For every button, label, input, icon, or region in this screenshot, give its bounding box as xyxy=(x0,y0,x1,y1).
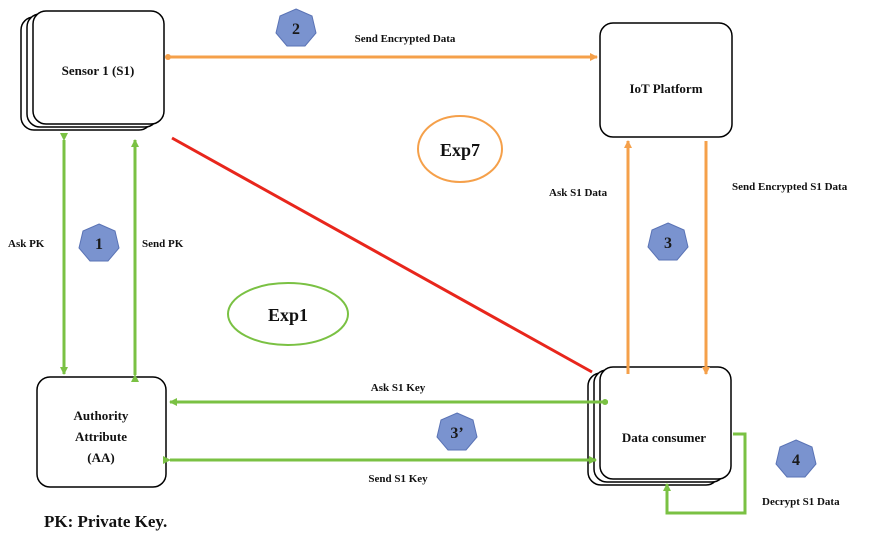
svg-text:1: 1 xyxy=(95,236,103,253)
decrypt-s1-data-label: Decrypt S1 Data xyxy=(762,496,840,508)
svg-text:3: 3 xyxy=(664,235,672,252)
iot-platform-label: IoT Platform xyxy=(629,81,702,96)
sensor-node: Sensor 1 (S1) xyxy=(20,10,165,131)
authority-attribute-node: Authority Attribute (AA) xyxy=(36,376,167,488)
send-encrypted-s1-data-label: Send Encrypted S1 Data xyxy=(732,181,848,193)
aa-label-line2: Attribute xyxy=(75,429,127,444)
step-badge-4: 4 xyxy=(775,439,817,478)
exp7-ellipse: Exp7 xyxy=(417,115,503,183)
step-badge-3-prime: 3’ xyxy=(436,412,478,451)
ask-s1-key-origin-dot xyxy=(602,399,608,405)
ask-s1-data-label: Ask S1 Data xyxy=(549,187,608,199)
data-consumer-label: Data consumer xyxy=(622,430,706,445)
aa-label-line1: Authority xyxy=(74,408,129,423)
svg-text:4: 4 xyxy=(792,452,800,469)
svg-text:3’: 3’ xyxy=(450,425,463,442)
ask-s1-key-label: Ask S1 Key xyxy=(371,382,426,394)
send-encrypted-data-origin-dot xyxy=(165,54,171,60)
step-badge-1: 1 xyxy=(78,223,120,262)
ask-pk-label: Ask PK xyxy=(8,238,45,250)
send-s1-key-label: Send S1 Key xyxy=(368,473,428,485)
sensor-label: Sensor 1 (S1) xyxy=(62,63,135,78)
send-pk-label: Send PK xyxy=(142,238,184,250)
aa-label-line3: (AA) xyxy=(87,450,114,465)
send-encrypted-data-label: Send Encrypted Data xyxy=(355,33,456,45)
exp1-label: Exp1 xyxy=(268,305,308,325)
legend-text: PK: Private Key. xyxy=(44,512,167,531)
step-badge-2: 2 xyxy=(275,8,317,47)
exp1-ellipse: Exp1 xyxy=(227,282,349,346)
svg-text:2: 2 xyxy=(292,21,300,38)
decrypt-s1-data-loop xyxy=(663,432,747,515)
data-consumer-node: Data consumer xyxy=(587,366,732,486)
sensor-consumer-link xyxy=(171,136,593,374)
iot-platform-node: IoT Platform xyxy=(599,22,733,138)
step-badge-3: 3 xyxy=(647,222,689,261)
exp7-label: Exp7 xyxy=(440,140,480,160)
